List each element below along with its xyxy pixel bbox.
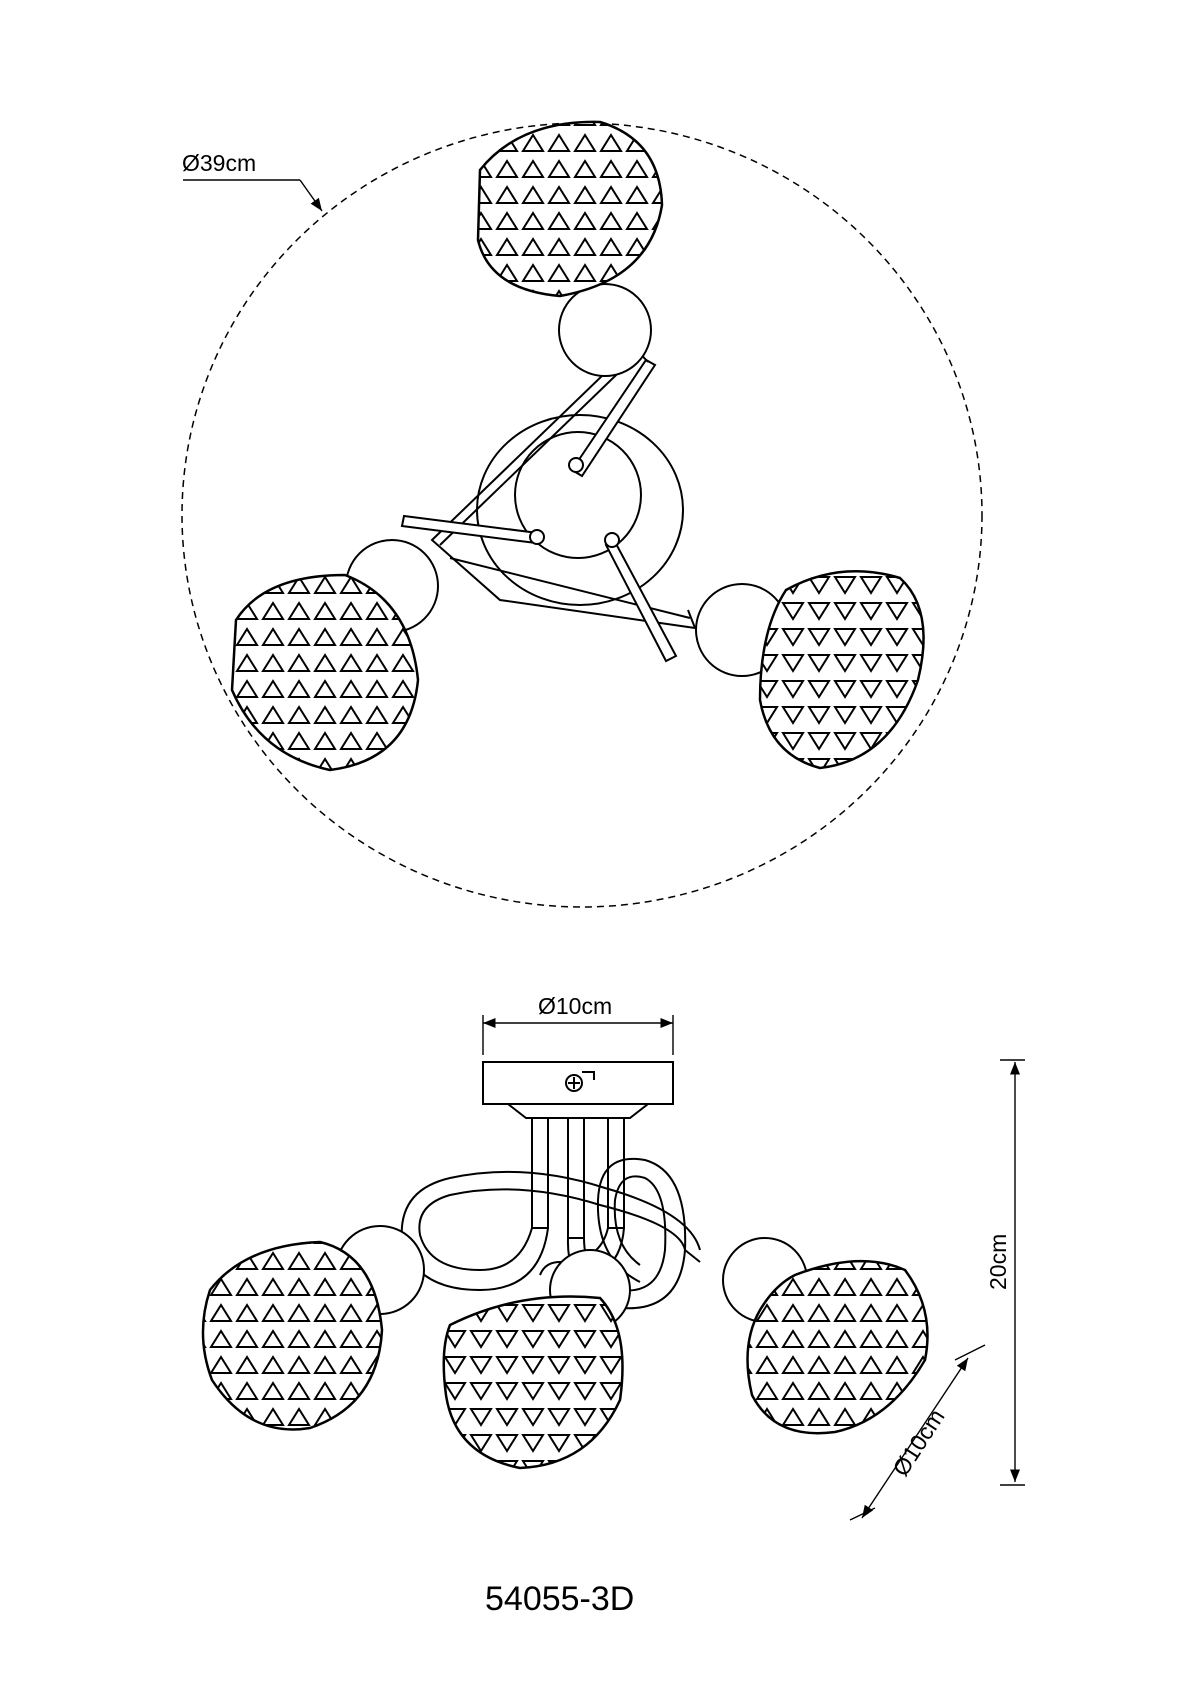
side-shade-left — [201, 1225, 425, 1431]
side-shade-middle — [442, 1249, 631, 1470]
stems-side — [400, 1117, 701, 1310]
shade-right — [695, 570, 925, 770]
model-number: 54055-3D — [485, 1580, 634, 1618]
height-dimension: 20cm — [985, 1059, 1025, 1486]
canopy-top — [476, 414, 684, 606]
shade-top — [476, 120, 664, 377]
canopy-diameter-label: Ø10cm — [538, 993, 612, 1019]
arms-top — [400, 344, 697, 663]
canopy-side — [482, 1061, 674, 1119]
height-label: 20cm — [985, 1234, 1011, 1290]
top-view: Ø39cm — [181, 120, 983, 908]
shade-diameter-label: Ø10cm — [887, 1404, 949, 1480]
side-view: Ø10cm — [201, 993, 1025, 1521]
side-shade-right — [722, 1237, 929, 1435]
outer-diameter-label: Ø39cm — [182, 150, 256, 176]
outer-diameter-leader: Ø39cm — [182, 150, 323, 212]
shade-left — [230, 539, 439, 772]
canopy-dimension: Ø10cm — [482, 993, 674, 1055]
